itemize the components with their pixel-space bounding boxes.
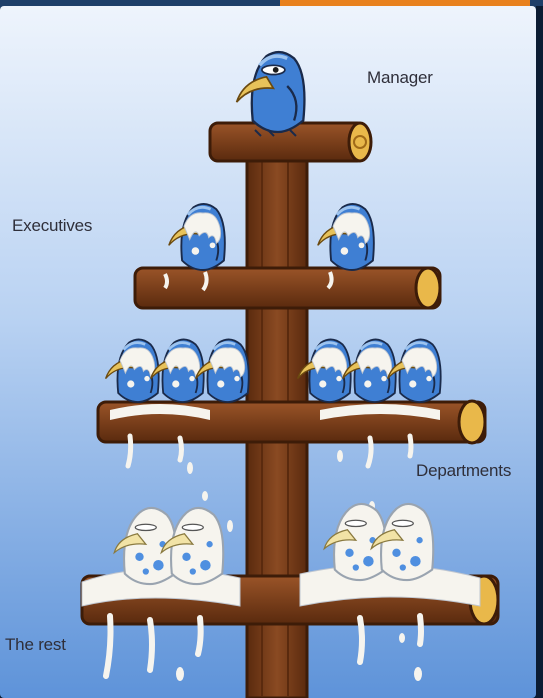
label-manager: Manager	[367, 68, 433, 87]
top-strip	[0, 0, 543, 8]
label-departments: Departments	[416, 461, 512, 480]
label-executives: Executives	[12, 216, 93, 235]
branch-departments	[96, 399, 487, 469]
right-frame-edge	[536, 6, 543, 698]
branch-top	[208, 121, 373, 163]
cartoon-image: Manager Executives Departments The rest	[0, 6, 536, 698]
label-the-rest: The rest	[5, 635, 66, 654]
branch-executives	[133, 266, 442, 310]
bird-manager	[234, 50, 307, 137]
top-strip-accent	[280, 0, 530, 8]
falling-droppings	[176, 450, 422, 681]
